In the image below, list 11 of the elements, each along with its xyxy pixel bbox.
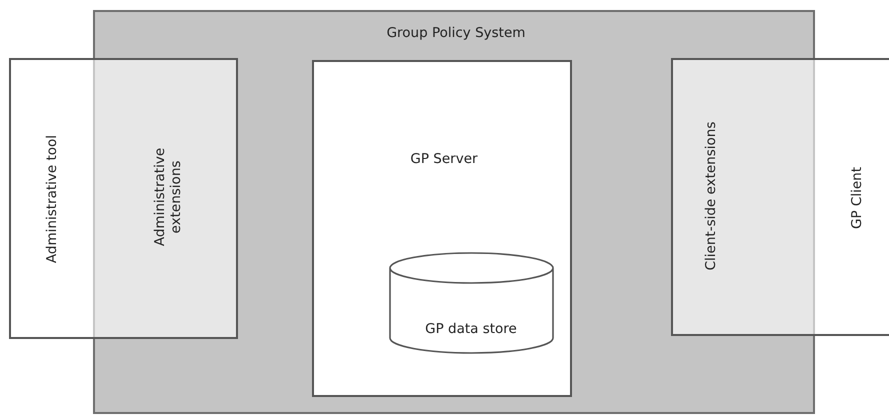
client-box	[671, 58, 889, 336]
node-label: GP Server	[410, 150, 478, 168]
tool-box	[9, 58, 238, 339]
node-label: Administrative tool	[44, 134, 60, 264]
server-box	[312, 60, 572, 397]
node-label: GP Client	[848, 167, 866, 229]
group-title: Group Policy System	[386, 24, 526, 42]
system-boundary-box	[93, 10, 815, 414]
node-label: GP data store	[425, 320, 517, 338]
node-label: Client-side extensions	[702, 122, 720, 270]
node-label: Administrative extensions	[152, 146, 184, 248]
